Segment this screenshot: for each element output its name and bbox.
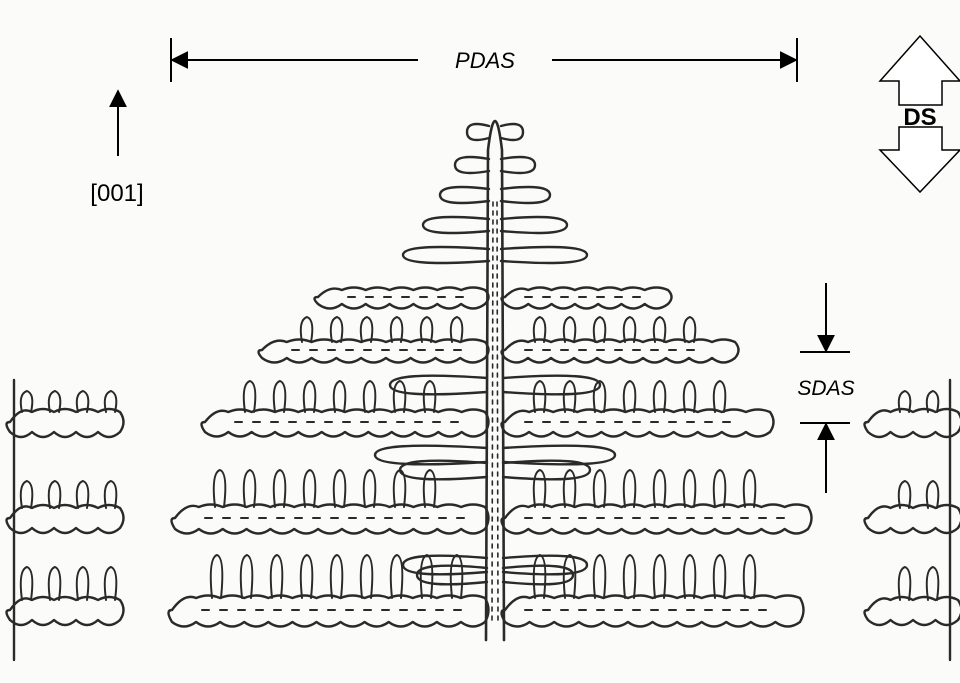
trunk-texture bbox=[492, 200, 498, 620]
inner-lobe-right bbox=[503, 376, 600, 395]
tertiary-finger-left bbox=[364, 470, 376, 507]
ds-down-arrow-icon bbox=[880, 127, 960, 192]
upper-lobe-right bbox=[501, 187, 550, 203]
neighbour-arm-left bbox=[7, 505, 124, 533]
tertiary-finger-right bbox=[564, 381, 576, 412]
tertiary-finger-left bbox=[214, 470, 226, 507]
neighbour-arm-right bbox=[865, 597, 960, 625]
tertiary-finger-right bbox=[744, 470, 756, 507]
tertiary-finger-right bbox=[714, 555, 726, 598]
neighbour-finger-left bbox=[77, 567, 89, 600]
tertiary-finger-left bbox=[244, 470, 256, 507]
neighbour-arm-right bbox=[865, 505, 960, 533]
neighbour-arm-left bbox=[7, 409, 124, 437]
tertiary-finger-left bbox=[391, 555, 403, 598]
upper-lobe-left bbox=[423, 217, 489, 233]
upper-lobe-right bbox=[501, 124, 523, 140]
tertiary-finger-right bbox=[624, 555, 636, 598]
tertiary-finger-left bbox=[361, 555, 373, 598]
upper-lobe-right bbox=[501, 157, 535, 173]
tertiary-finger-left bbox=[304, 381, 316, 412]
upper-lobe-left bbox=[403, 247, 489, 263]
tertiary-finger-left bbox=[334, 381, 346, 412]
tertiary-finger-right bbox=[654, 317, 666, 342]
neighbour-finger-left bbox=[105, 567, 117, 600]
neighbour-arm-right bbox=[865, 409, 960, 437]
tertiary-finger-left bbox=[241, 555, 253, 598]
tertiary-finger-right bbox=[714, 381, 726, 412]
neighbour-finger-right bbox=[927, 481, 939, 508]
tertiary-finger-left bbox=[451, 317, 463, 342]
tertiary-finger-right bbox=[534, 555, 546, 598]
ds-up-arrow-icon bbox=[880, 36, 960, 105]
tertiary-finger-right bbox=[714, 470, 726, 507]
tertiary-finger-left bbox=[304, 470, 316, 507]
tertiary-finger-right bbox=[744, 555, 756, 598]
tertiary-finger-left bbox=[331, 317, 343, 342]
primary-trunk bbox=[486, 121, 504, 640]
tertiary-finger-left bbox=[424, 470, 436, 507]
neighbour-finger-left bbox=[49, 567, 61, 600]
tertiary-finger-right bbox=[684, 317, 696, 342]
tertiary-finger-right bbox=[594, 317, 606, 342]
sdas-label: SDAS bbox=[797, 377, 854, 400]
tertiary-finger-left bbox=[274, 470, 286, 507]
tertiary-finger-right bbox=[654, 381, 666, 412]
upper-lobe-left bbox=[467, 124, 489, 140]
pdas-dimension: PDAS bbox=[171, 38, 797, 82]
tertiary-finger-left bbox=[394, 381, 406, 412]
tertiary-finger-right bbox=[594, 555, 606, 598]
tertiary-finger-left bbox=[424, 381, 436, 412]
tertiary-finger-right bbox=[654, 555, 666, 598]
upper-lobe-left bbox=[455, 157, 489, 173]
ds-label: DS bbox=[903, 104, 936, 131]
tertiary-finger-left bbox=[211, 555, 223, 598]
tertiary-finger-right bbox=[624, 470, 636, 507]
tertiary-finger-left bbox=[274, 381, 286, 412]
tertiary-finger-right bbox=[684, 470, 696, 507]
tertiary-finger-left bbox=[334, 470, 346, 507]
tertiary-finger-right bbox=[684, 381, 696, 412]
neighbour-finger-left bbox=[49, 481, 61, 508]
tertiary-finger-right bbox=[534, 381, 546, 412]
direction-label: [001] bbox=[90, 180, 143, 207]
tertiary-finger-right bbox=[594, 470, 606, 507]
tertiary-finger-right bbox=[564, 470, 576, 507]
tertiary-finger-left bbox=[451, 555, 463, 598]
upper-lobe-right bbox=[501, 247, 587, 263]
direction-001: [001] bbox=[90, 91, 143, 207]
tertiary-finger-right bbox=[624, 317, 636, 342]
tertiary-finger-right bbox=[684, 555, 696, 598]
tertiary-finger-left bbox=[361, 317, 373, 342]
neighbour-finger-left bbox=[21, 567, 33, 600]
tertiary-finger-left bbox=[301, 555, 313, 598]
tertiary-finger-right bbox=[534, 317, 546, 342]
tertiary-finger-left bbox=[364, 381, 376, 412]
neighbour-finger-left bbox=[21, 481, 33, 508]
tertiary-finger-left bbox=[301, 317, 313, 342]
neighbour-finger-right bbox=[899, 567, 911, 600]
tertiary-finger-left bbox=[391, 317, 403, 342]
tertiary-finger-right bbox=[654, 470, 666, 507]
tertiary-finger-right bbox=[564, 317, 576, 342]
tertiary-finger-left bbox=[271, 555, 283, 598]
tertiary-finger-left bbox=[421, 317, 433, 342]
tertiary-finger-left bbox=[331, 555, 343, 598]
pdas-label: PDAS bbox=[455, 48, 515, 73]
tertiary-finger-right bbox=[534, 470, 546, 507]
tertiary-finger-right bbox=[624, 381, 636, 412]
tertiary-finger-left bbox=[421, 555, 433, 598]
upper-lobe-right bbox=[501, 217, 567, 233]
ds-indicator: DS bbox=[880, 36, 960, 192]
upper-lobe-left bbox=[440, 187, 489, 203]
neighbour-arm-left bbox=[7, 597, 124, 625]
neighbour-finger-left bbox=[21, 391, 33, 412]
neighbour-finger-right bbox=[927, 567, 939, 600]
tertiary-finger-left bbox=[244, 381, 256, 412]
sdas-dimension: SDAS bbox=[797, 283, 854, 493]
